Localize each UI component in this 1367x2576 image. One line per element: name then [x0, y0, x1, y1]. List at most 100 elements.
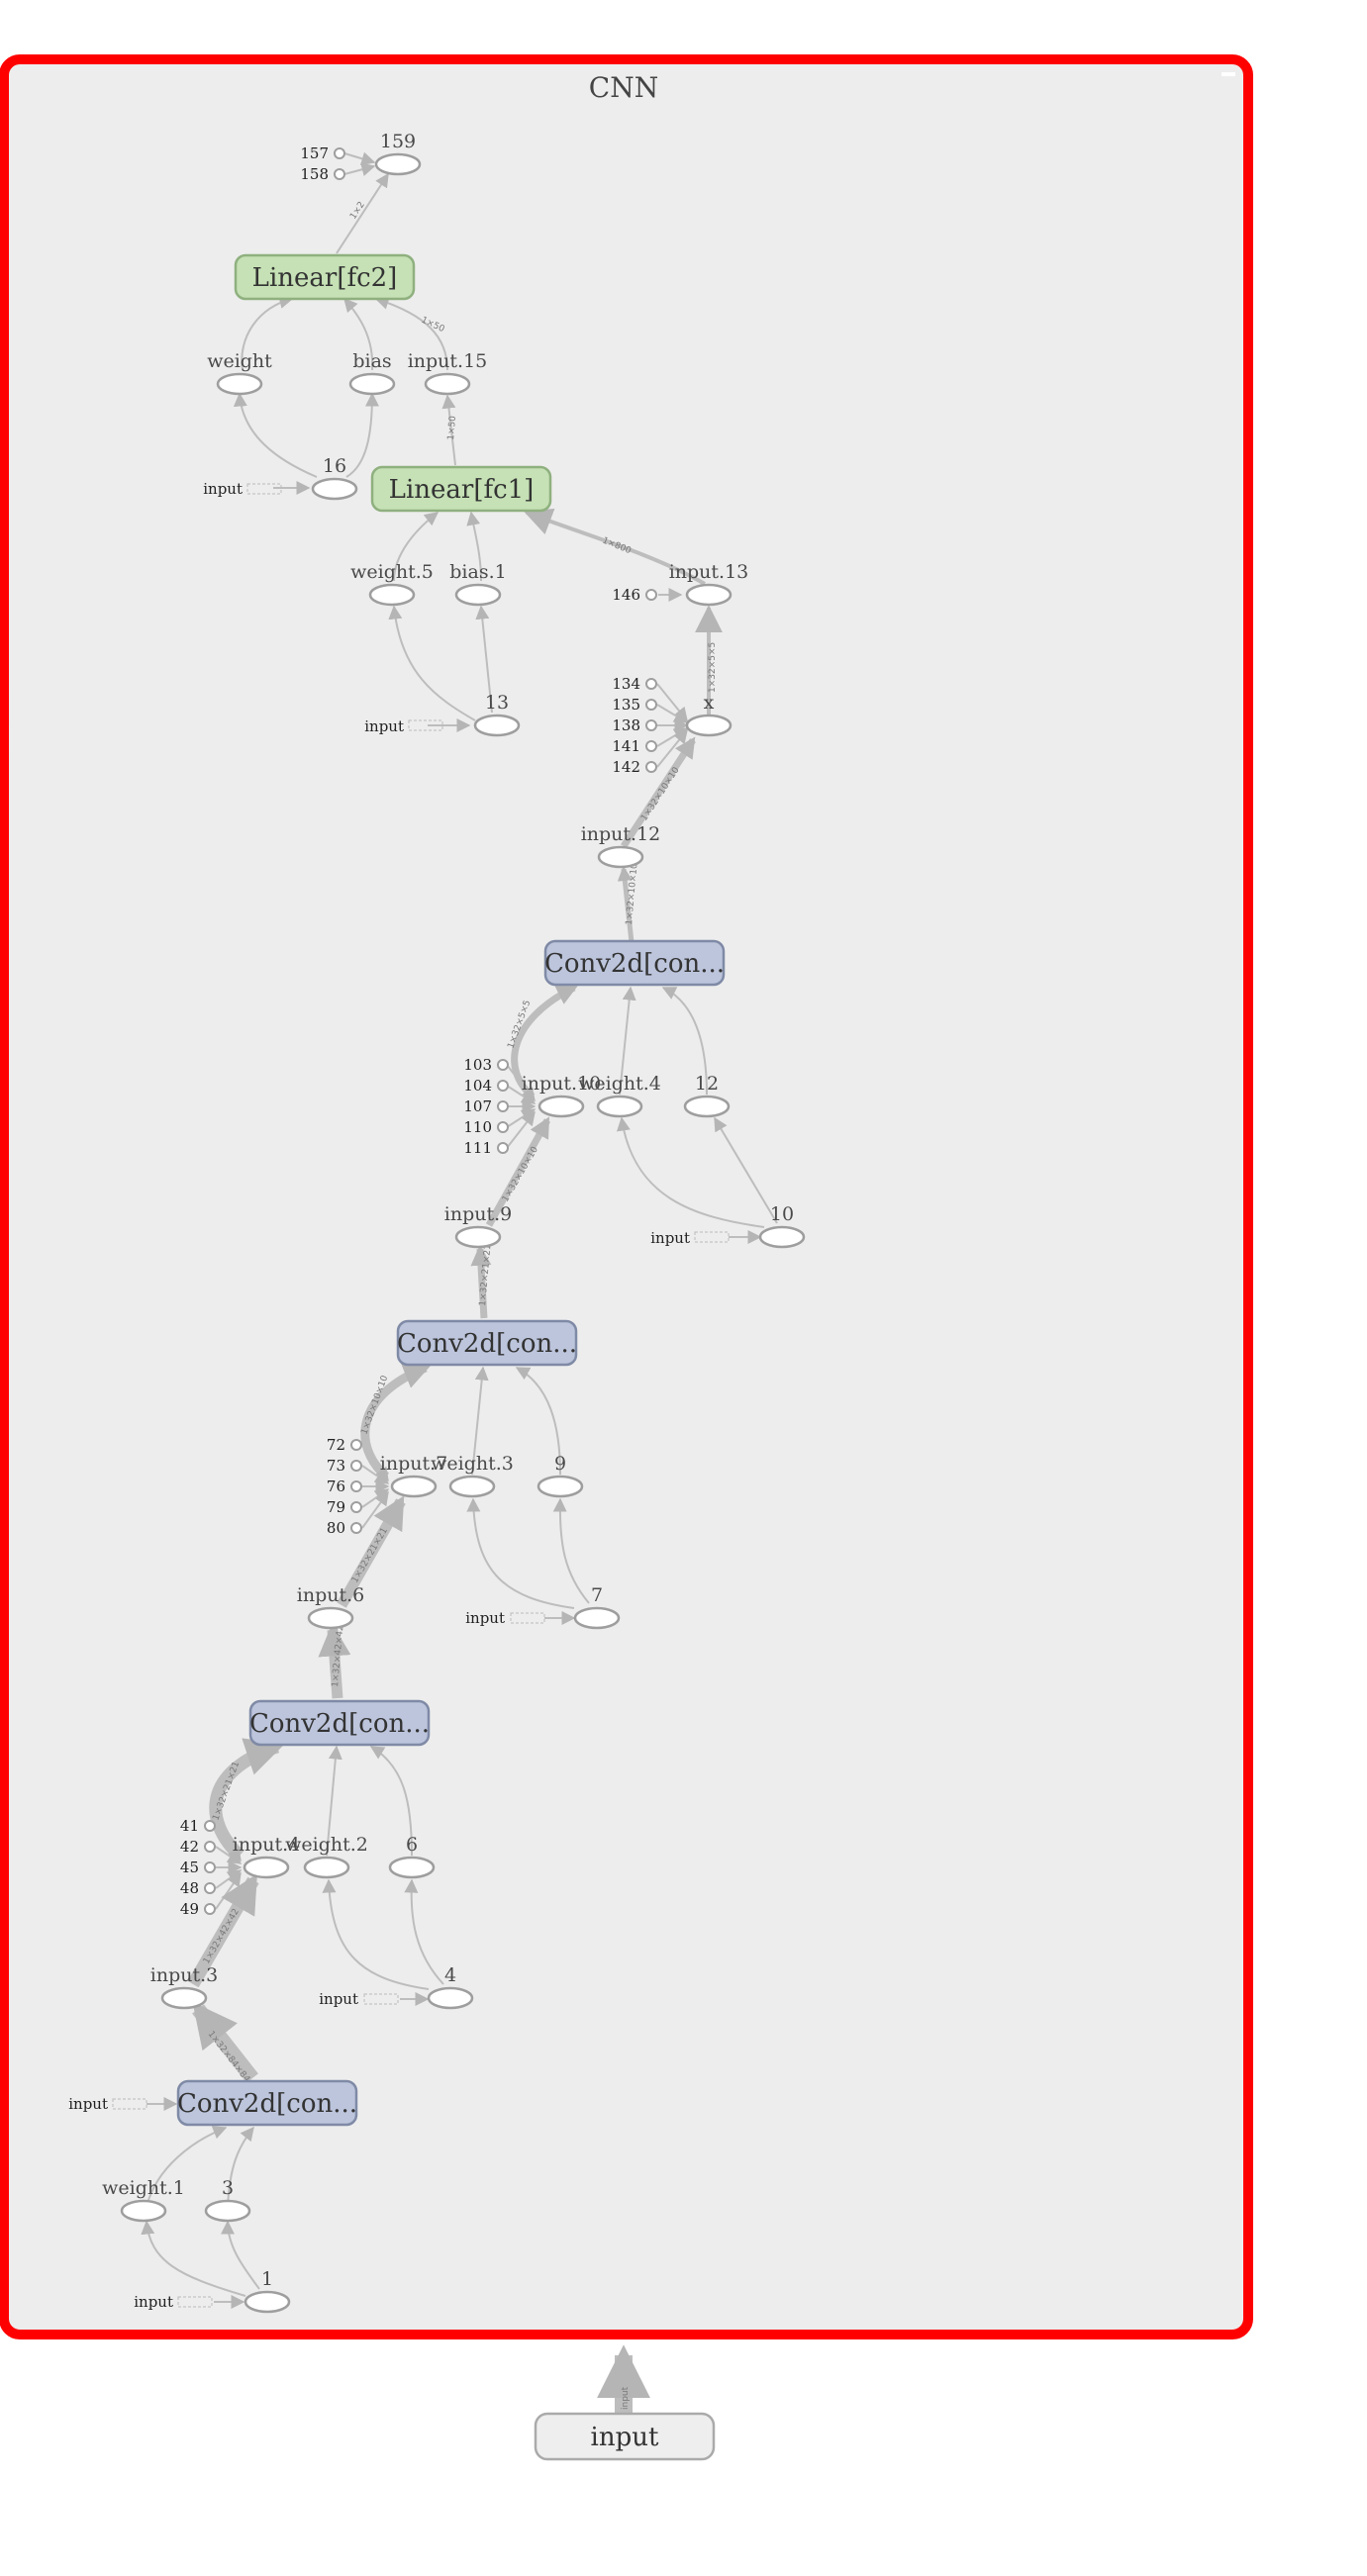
op-conv2d-3[interactable]: Conv2d[con... — [396, 1319, 578, 1367]
svg-text:146: 146 — [612, 586, 640, 604]
svg-text:110: 110 — [463, 1118, 492, 1136]
svg-text:weight.3: weight.3 — [431, 1453, 514, 1475]
svg-text:42: 42 — [180, 1838, 199, 1856]
const-141[interactable]: 141 — [612, 737, 657, 755]
node-1[interactable]: 1 — [244, 2268, 291, 2314]
op-conv2d-1[interactable]: Conv2d[con... — [176, 2079, 358, 2127]
const-42[interactable]: 42 — [180, 1838, 216, 1856]
node-x[interactable]: x — [685, 692, 732, 737]
svg-text:input: input — [364, 717, 404, 735]
node-weight-4[interactable]: weight.4 — [578, 1073, 661, 1118]
collapse-button[interactable] — [1221, 72, 1235, 76]
const-80[interactable]: 80 — [327, 1519, 362, 1537]
node-input-6[interactable]: input.6 — [297, 1584, 364, 1630]
svg-text:16: 16 — [323, 455, 346, 477]
constant-nodes: 157 158 146 134 135 138 141 142 103 104 … — [180, 144, 657, 1918]
const-135[interactable]: 135 — [612, 696, 657, 714]
svg-text:bias.1: bias.1 — [449, 561, 506, 583]
svg-text:input.15: input.15 — [408, 350, 488, 372]
const-41[interactable]: 41 — [180, 1817, 216, 1835]
node-159[interactable]: 159 — [374, 131, 422, 176]
node-weight-3[interactable]: weight.3 — [431, 1453, 514, 1498]
const-45[interactable]: 45 — [180, 1859, 216, 1876]
const-142[interactable]: 142 — [612, 758, 657, 776]
input-stub-7[interactable]: input — [465, 1609, 545, 1627]
const-110[interactable]: 110 — [463, 1118, 509, 1136]
input-stub-conv1[interactable]: input — [68, 2095, 147, 2113]
const-48[interactable]: 48 — [180, 1879, 216, 1897]
svg-text:48: 48 — [180, 1879, 199, 1897]
input-stub-1[interactable]: input — [134, 2293, 213, 2311]
svg-text:10: 10 — [770, 1203, 794, 1225]
const-104[interactable]: 104 — [463, 1077, 509, 1095]
group-title: CNN — [589, 71, 658, 104]
input-stub-13[interactable]: input — [364, 717, 443, 735]
node-3[interactable]: 3 — [204, 2177, 251, 2223]
node-input-10[interactable]: input.10 — [522, 1073, 602, 1118]
svg-text:107: 107 — [463, 1097, 492, 1115]
const-111[interactable]: 111 — [463, 1139, 509, 1157]
node-weight-2[interactable]: weight.2 — [285, 1834, 368, 1879]
const-49[interactable]: 49 — [180, 1900, 216, 1918]
node-input-15[interactable]: input.15 — [408, 350, 488, 396]
svg-text:input: input — [319, 1990, 358, 2008]
op-linear-fc2[interactable]: Linear[fc2] — [234, 253, 416, 301]
const-76[interactable]: 76 — [327, 1478, 362, 1495]
node-10[interactable]: 10 — [758, 1203, 806, 1249]
node-input-7[interactable]: input.7 — [380, 1453, 447, 1498]
svg-text:input.10: input.10 — [522, 1073, 602, 1095]
node-12[interactable]: 12 — [683, 1073, 731, 1118]
node-9[interactable]: 9 — [537, 1453, 584, 1498]
svg-text:Conv2d[con...: Conv2d[con... — [177, 2089, 357, 2119]
svg-text:73: 73 — [327, 1457, 345, 1475]
svg-text:1: 1 — [261, 2268, 273, 2290]
node-4[interactable]: 4 — [427, 1964, 474, 2010]
node-7[interactable]: 7 — [573, 1584, 621, 1630]
svg-text:input.3: input.3 — [150, 1964, 218, 1986]
graph-input-node[interactable]: input — [534, 2412, 716, 2461]
op-conv2d-4[interactable]: Conv2d[con... — [543, 939, 726, 987]
const-157[interactable]: 157 — [300, 144, 345, 162]
node-6[interactable]: 6 — [388, 1834, 436, 1879]
input-stub-4[interactable]: input — [319, 1990, 399, 2008]
const-73[interactable]: 73 — [327, 1457, 362, 1475]
svg-text:9: 9 — [554, 1453, 566, 1475]
node-input-4[interactable]: input.4 — [233, 1834, 300, 1879]
node-13[interactable]: 13 — [473, 692, 521, 737]
node-input-9[interactable]: input.9 — [444, 1203, 512, 1249]
const-72[interactable]: 72 — [327, 1436, 362, 1454]
svg-text:bias: bias — [352, 350, 391, 372]
svg-text:80: 80 — [327, 1519, 345, 1537]
const-107[interactable]: 107 — [463, 1097, 509, 1115]
tensor-nodes: 159 weight bias input.15 16 weight.5 bia… — [102, 131, 806, 2314]
op-linear-fc1[interactable]: Linear[fc1] — [370, 465, 552, 513]
svg-text:76: 76 — [327, 1478, 345, 1495]
node-input-13[interactable]: input.13 — [669, 561, 749, 607]
svg-text:input: input — [650, 1229, 690, 1247]
node-bias-1[interactable]: bias.1 — [449, 561, 507, 607]
node-bias[interactable]: bias — [348, 350, 396, 396]
svg-text:79: 79 — [327, 1498, 345, 1516]
svg-text:Conv2d[con...: Conv2d[con... — [249, 1709, 430, 1739]
svg-text:4: 4 — [444, 1964, 456, 1986]
node-input-12[interactable]: input.12 — [581, 823, 661, 869]
const-146[interactable]: 146 — [612, 586, 657, 604]
const-138[interactable]: 138 — [612, 716, 657, 734]
svg-text:135: 135 — [612, 696, 640, 714]
svg-text:input: input — [203, 480, 243, 498]
input-stub-16[interactable]: input — [203, 480, 282, 498]
node-weight-5[interactable]: weight.5 — [350, 561, 434, 607]
node-16[interactable]: 16 — [311, 455, 358, 501]
const-158[interactable]: 158 — [300, 165, 345, 183]
const-134[interactable]: 134 — [612, 675, 657, 693]
cnn-group-frame[interactable] — [0, 54, 1253, 2339]
node-weight[interactable]: weight — [207, 350, 272, 396]
const-103[interactable]: 103 — [463, 1056, 509, 1074]
node-input-3[interactable]: input.3 — [150, 1964, 218, 2010]
op-conv2d-2[interactable]: Conv2d[con... — [248, 1699, 431, 1747]
svg-text:45: 45 — [180, 1859, 199, 1876]
const-79[interactable]: 79 — [327, 1498, 362, 1516]
svg-text:Linear[fc1]: Linear[fc1] — [389, 475, 535, 505]
input-stub-10[interactable]: input — [650, 1229, 730, 1247]
node-weight-1[interactable]: weight.1 — [102, 2177, 185, 2223]
